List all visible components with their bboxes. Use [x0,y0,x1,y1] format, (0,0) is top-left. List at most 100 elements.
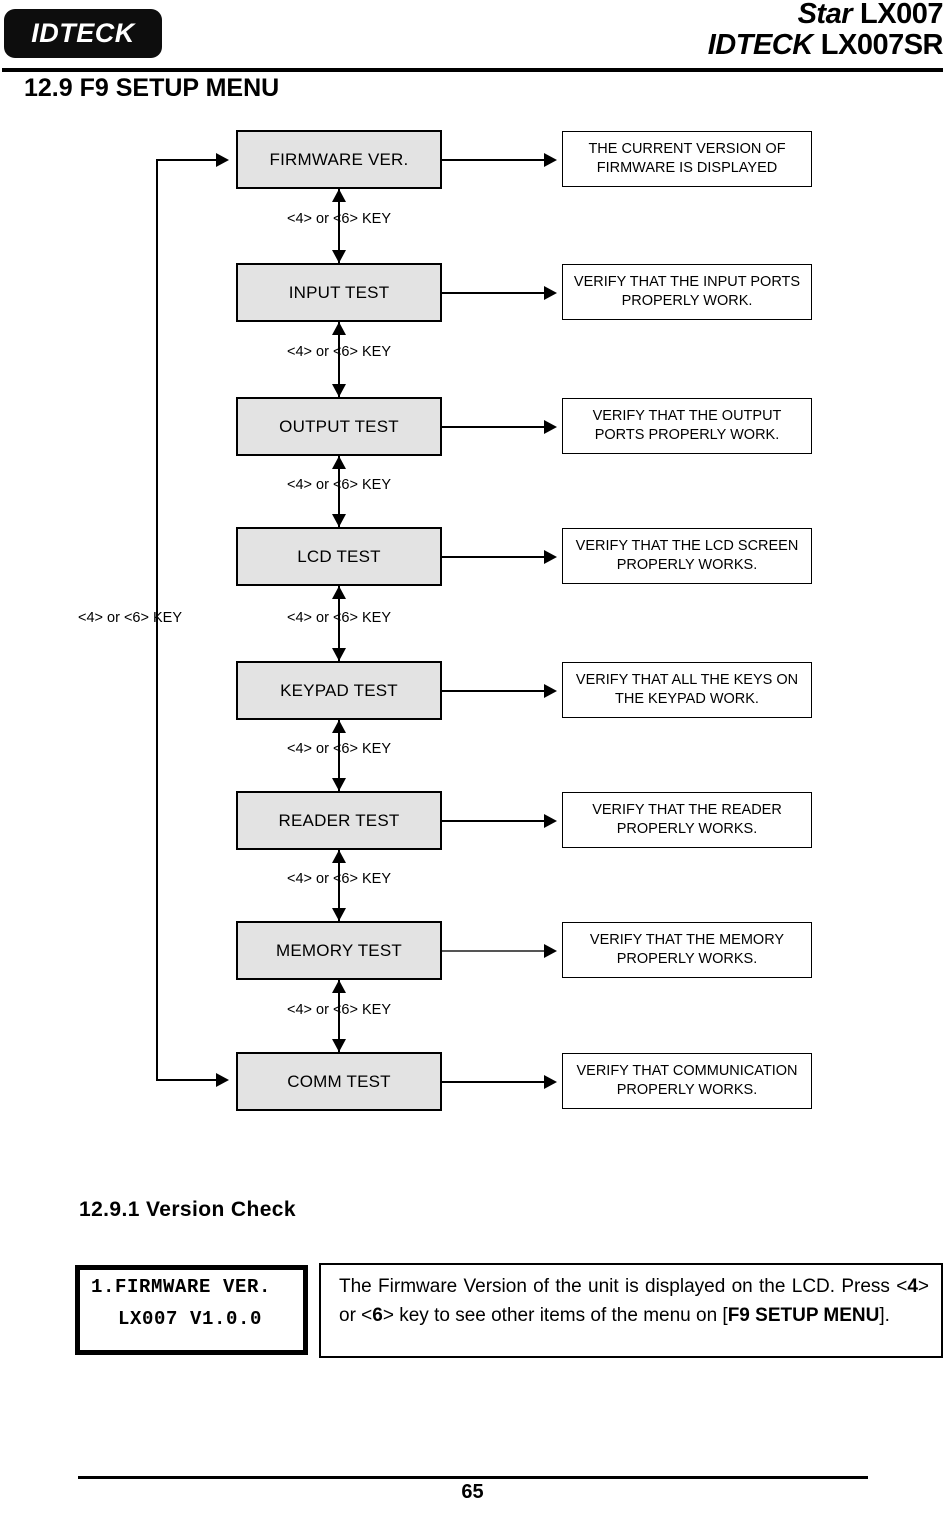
connector-arrow-up-2-icon [332,322,346,335]
flow-step-label: MEMORY TEST [276,940,402,960]
lcd-line-1: 1.FIRMWARE VER. [91,1276,272,1298]
loop-top-line [156,159,218,161]
connector-arrow-up-6-icon [332,850,346,863]
branch-line-reader-test [442,820,546,822]
loop-top-arrow-icon [216,153,229,167]
page-header: IDTECK Star LX007 IDTECK LX007SR [0,0,945,72]
flow-desc-label: VERIFY THAT THE READER PROPERLY WORKS. [592,802,782,837]
idteck-logo: IDTECK [4,9,162,58]
flow-desc-output-test: VERIFY THAT THE OUTPUT PORTS PROPERLY WO… [562,398,812,454]
note-emphasis-f9-setup-menu: F9 SETUP MENU [727,1304,880,1326]
connector-arrow-down-7-icon [332,1039,346,1052]
header-divider [2,68,943,72]
flow-desc-firmware-ver: THE CURRENT VERSION OF FIRMWARE IS DISPL… [562,131,812,187]
branch-arrow-memory-test-icon [544,944,557,958]
connector-line-4 [338,586,340,661]
note-key-4: 4 [907,1276,918,1297]
note-key-6: 6 [372,1304,383,1326]
flow-desc-memory-test: VERIFY THAT THE MEMORY PROPERLY WORKS. [562,922,812,978]
connector-arrow-down-6-icon [332,908,346,921]
version-check-note-text: The Firmware Version of the unit is disp… [339,1273,929,1331]
branch-arrow-output-test-icon [544,420,557,434]
flow-step-lcd-test[interactable]: LCD TEST [236,527,442,586]
branch-line-comm-test [442,1081,546,1083]
key-label-6: <4> or <6> KEY [287,871,391,887]
flow-step-label: FIRMWARE VER. [269,149,409,169]
flow-desc-label: THE CURRENT VERSION OF FIRMWARE IS DISPL… [588,141,786,176]
flow-desc-label: VERIFY THAT THE OUTPUT PORTS PROPERLY WO… [592,408,782,443]
branch-arrow-comm-test-icon [544,1075,557,1089]
connector-arrow-up-5-icon [332,720,346,733]
lcd-display-panel: 1.FIRMWARE VER. LX007 V1.0.0 [75,1265,308,1355]
flow-desc-label: VERIFY THAT THE LCD SCREEN PROPERLY WORK… [575,538,799,573]
flow-desc-label: VERIFY THAT THE MEMORY PROPERLY WORKS. [589,932,785,967]
flow-step-label: READER TEST [278,810,400,830]
loop-bottom-arrow-icon [216,1073,229,1087]
flow-desc-keypad-test: VERIFY THAT ALL THE KEYS ON THE KEYPAD W… [562,662,812,718]
connector-arrow-down-1-icon [332,250,346,263]
flow-desc-comm-test: VERIFY THAT COMMUNICATION PROPERLY WORKS… [562,1053,812,1109]
brand-model-lx007sr: LX007SR [820,28,944,61]
connector-line-3 [338,456,340,527]
connector-arrow-up-1-icon [332,189,346,202]
branch-arrow-input-test-icon [544,286,557,300]
flow-step-label: COMM TEST [287,1071,391,1091]
brand-mark-star: Star [797,0,853,30]
note-part-2: > or < [339,1276,929,1326]
branch-line-firmware-ver [442,159,546,161]
connector-arrow-up-7-icon [332,980,346,993]
flow-step-reader-test[interactable]: READER TEST [236,791,442,850]
flow-desc-label: VERIFY THAT COMMUNICATION PROPERLY WORKS… [576,1063,798,1098]
flow-step-label: INPUT TEST [288,282,390,302]
connector-arrow-down-3-icon [332,514,346,527]
branch-arrow-keypad-test-icon [544,684,557,698]
flow-step-comm-test[interactable]: COMM TEST [236,1052,442,1111]
note-part-4: ]. [879,1304,890,1326]
flow-step-label: KEYPAD TEST [280,680,398,700]
key-label-4: <4> or <6> KEY [287,610,391,626]
connector-arrow-down-4-icon [332,648,346,661]
key-label-2: <4> or <6> KEY [287,344,391,360]
version-check-note-box: The Firmware Version of the unit is disp… [319,1263,943,1358]
flow-desc-label: VERIFY THAT THE INPUT PORTS PROPERLY WOR… [573,274,801,309]
brand-line-idteck-lx007sr: IDTECK LX007SR [708,28,944,61]
note-part-1: The Firmware Version of the unit is disp… [339,1276,908,1297]
flow-desc-lcd-test: VERIFY THAT THE LCD SCREEN PROPERLY WORK… [562,528,812,584]
flow-step-memory-test[interactable]: MEMORY TEST [236,921,442,980]
connector-line-1 [338,189,340,263]
connector-line-5 [338,720,340,791]
branch-arrow-firmware-ver-icon [544,153,557,167]
branch-arrow-lcd-test-icon [544,550,557,564]
branch-line-keypad-test [442,690,546,692]
flow-step-firmware-ver[interactable]: FIRMWARE VER. [236,130,442,189]
subsection-title: 12.9.1 Version Check [79,1198,296,1221]
brand-model-lx007: LX007 [860,0,943,30]
branch-line-input-test [442,292,546,294]
connector-arrow-up-4-icon [332,586,346,599]
idteck-logo-text: IDTECK [31,18,135,48]
brand-block: Star LX007 IDTECK LX007SR [708,0,944,61]
connector-arrow-down-5-icon [332,778,346,791]
key-label-5: <4> or <6> KEY [287,741,391,757]
loop-vertical-line [156,159,158,1081]
branch-line-output-test [442,426,546,428]
branch-line-lcd-test [442,556,546,558]
branch-arrow-reader-test-icon [544,814,557,828]
flow-step-output-test[interactable]: OUTPUT TEST [236,397,442,456]
loop-key-label: <4> or <6> KEY [78,610,182,626]
key-label-3: <4> or <6> KEY [287,477,391,493]
connector-line-6 [338,850,340,921]
page-title: 12.9 F9 SETUP MENU [24,74,280,102]
note-part-3: > key to see other items of the menu on … [382,1304,728,1326]
brand-line-star-lx007: Star LX007 [708,0,944,30]
footer-divider [78,1476,868,1479]
key-label-7: <4> or <6> KEY [287,1002,391,1018]
flow-step-keypad-test[interactable]: KEYPAD TEST [236,661,442,720]
flow-step-label: LCD TEST [297,546,381,566]
connector-line-7 [338,980,340,1052]
flow-step-input-test[interactable]: INPUT TEST [236,263,442,322]
key-label-1: <4> or <6> KEY [287,211,391,227]
page-number: 65 [461,1481,484,1503]
flow-desc-input-test: VERIFY THAT THE INPUT PORTS PROPERLY WOR… [562,264,812,320]
lcd-line-2: LX007 V1.0.0 [118,1308,263,1330]
